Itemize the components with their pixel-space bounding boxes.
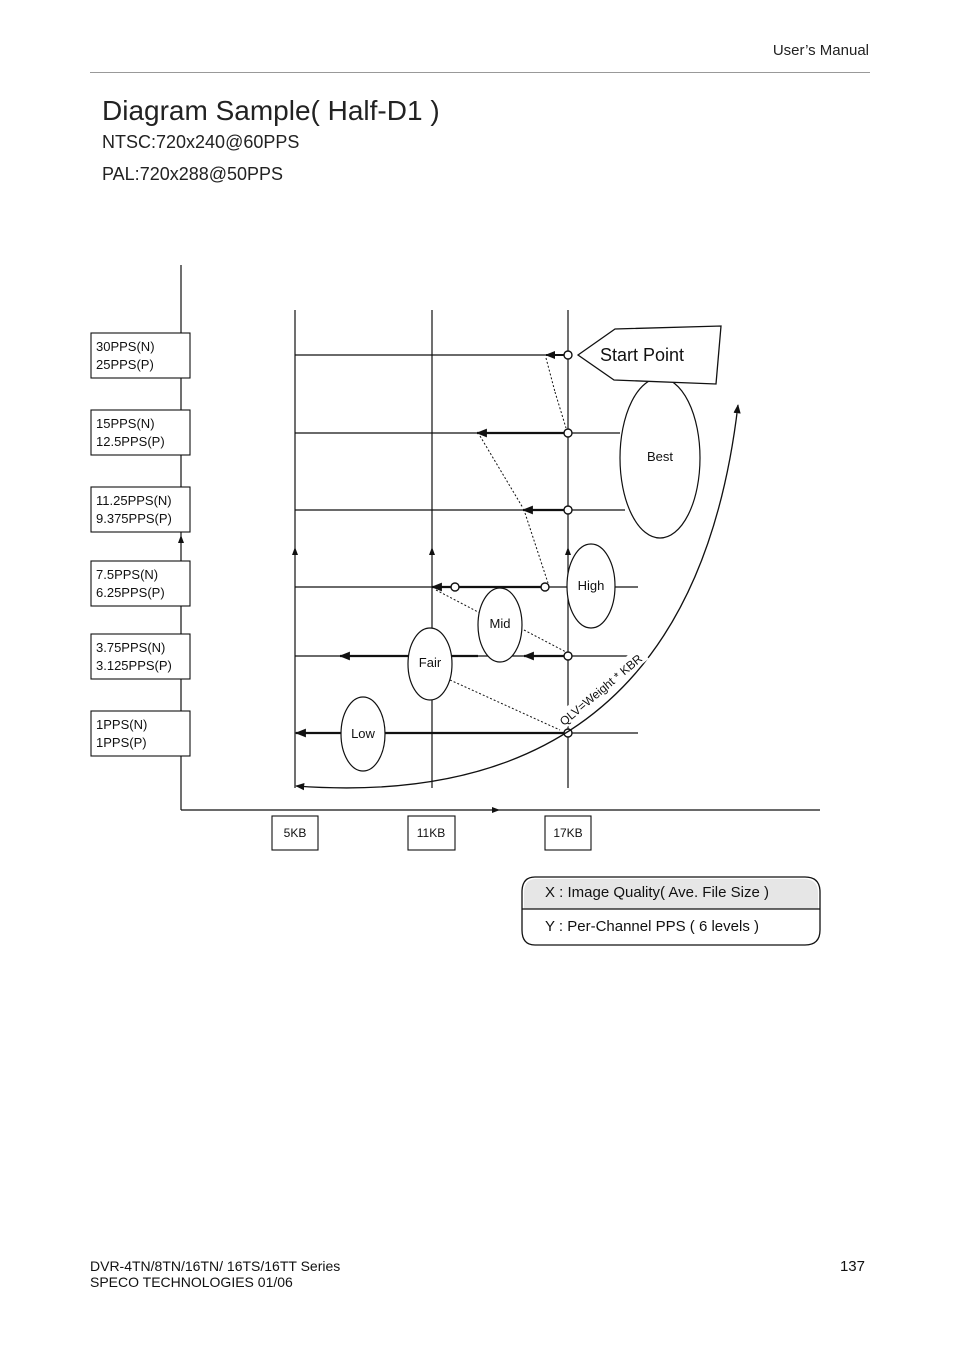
header-manual-title: User’s Manual <box>772 42 869 59</box>
transition-dotted <box>523 629 567 653</box>
qlv-label-background <box>552 646 649 731</box>
x-level-5kb: 5KB <box>284 826 307 840</box>
vertical-arrow-icon <box>292 547 298 555</box>
legend-box-shading <box>524 879 818 909</box>
y-level-p: 3.125PPS(P) <box>96 658 172 673</box>
start-point-label: Start Point <box>600 345 684 365</box>
x-level-box <box>271 815 319 851</box>
footer-company: SPECO TECHNOLOGIES 01/06 <box>90 1274 293 1290</box>
y-level-p: 25PPS(P) <box>96 357 154 372</box>
qlv-curve <box>295 404 741 791</box>
y-level-box <box>90 332 191 379</box>
x-level-box <box>407 815 456 851</box>
x-level-17kb: 17KB <box>553 826 582 840</box>
transition-dotted <box>545 357 556 393</box>
legend-x-text: X : Image Quality( Ave. File Size ) <box>545 884 769 901</box>
y-level-n: 1PPS(N) <box>96 717 147 732</box>
level-point <box>563 428 573 438</box>
y-level-p: 9.375PPS(P) <box>96 511 172 526</box>
transition-dotted <box>554 391 567 429</box>
transition-dotted <box>524 512 549 584</box>
transition-dotted <box>449 679 561 731</box>
y-level-p: 6.25PPS(P) <box>96 585 165 600</box>
y-level-box <box>90 633 191 680</box>
level-point <box>563 505 573 515</box>
footer-left: DVR-4TN/8TN/16TN/ 16TS/16TT Series SPECO… <box>90 1258 340 1290</box>
y-level-box <box>90 486 191 533</box>
level-point <box>563 350 573 360</box>
qlv-label: QLV=Weight * KBR <box>557 651 645 728</box>
subtitle-ntsc: NTSC:720x240@60PPS <box>102 132 300 152</box>
y-level-p: 1PPS(P) <box>96 735 147 750</box>
vertical-arrow-icon <box>429 547 435 555</box>
level-point <box>450 582 460 592</box>
y-level-n: 7.5PPS(N) <box>96 567 158 582</box>
y-level-box <box>90 409 191 456</box>
page-number: 137 <box>839 1258 865 1275</box>
y-level-box <box>90 560 191 607</box>
y-level-n: 3.75PPS(N) <box>96 640 165 655</box>
legend-y-text: Y : Per-Channel PPS ( 6 levels ) <box>545 918 759 935</box>
x-level-11kb: 11KB <box>417 826 445 840</box>
y-axis-arrow-icon <box>178 535 184 543</box>
x-axis-arrow-icon <box>492 807 500 813</box>
y-level-n: 11.25PPS(N) <box>96 493 172 508</box>
transition-dotted <box>479 435 524 509</box>
y-level-labels: 30PPS(N) 25PPS(P) 15PPS(N) 12.5PPS(P) 11… <box>90 332 191 757</box>
y-level-n: 30PPS(N) <box>96 339 155 354</box>
start-point-arrow-icon <box>576 325 722 385</box>
vertical-arrow-icon <box>565 547 571 555</box>
x-level-box <box>544 815 592 851</box>
subtitle-pal: PAL:720x288@50PPS <box>102 164 284 184</box>
y-level-p: 12.5PPS(P) <box>96 434 165 449</box>
y-level-n: 15PPS(N) <box>96 416 155 431</box>
quality-fair-label: Fair <box>419 655 442 670</box>
level-point <box>540 582 550 592</box>
transition-dotted <box>435 589 481 614</box>
y-level-box <box>90 710 191 757</box>
header-divider <box>90 72 870 73</box>
quality-high-label: High <box>578 578 605 593</box>
footer-series: DVR-4TN/8TN/16TN/ 16TS/16TT Series <box>90 1258 341 1274</box>
level-point <box>563 651 573 661</box>
quality-low-label: Low <box>351 726 375 741</box>
page-title: Diagram Sample( Half-D1 ) <box>102 95 440 126</box>
quality-best-label: Best <box>647 449 673 464</box>
quality-mid-label: Mid <box>490 616 511 631</box>
